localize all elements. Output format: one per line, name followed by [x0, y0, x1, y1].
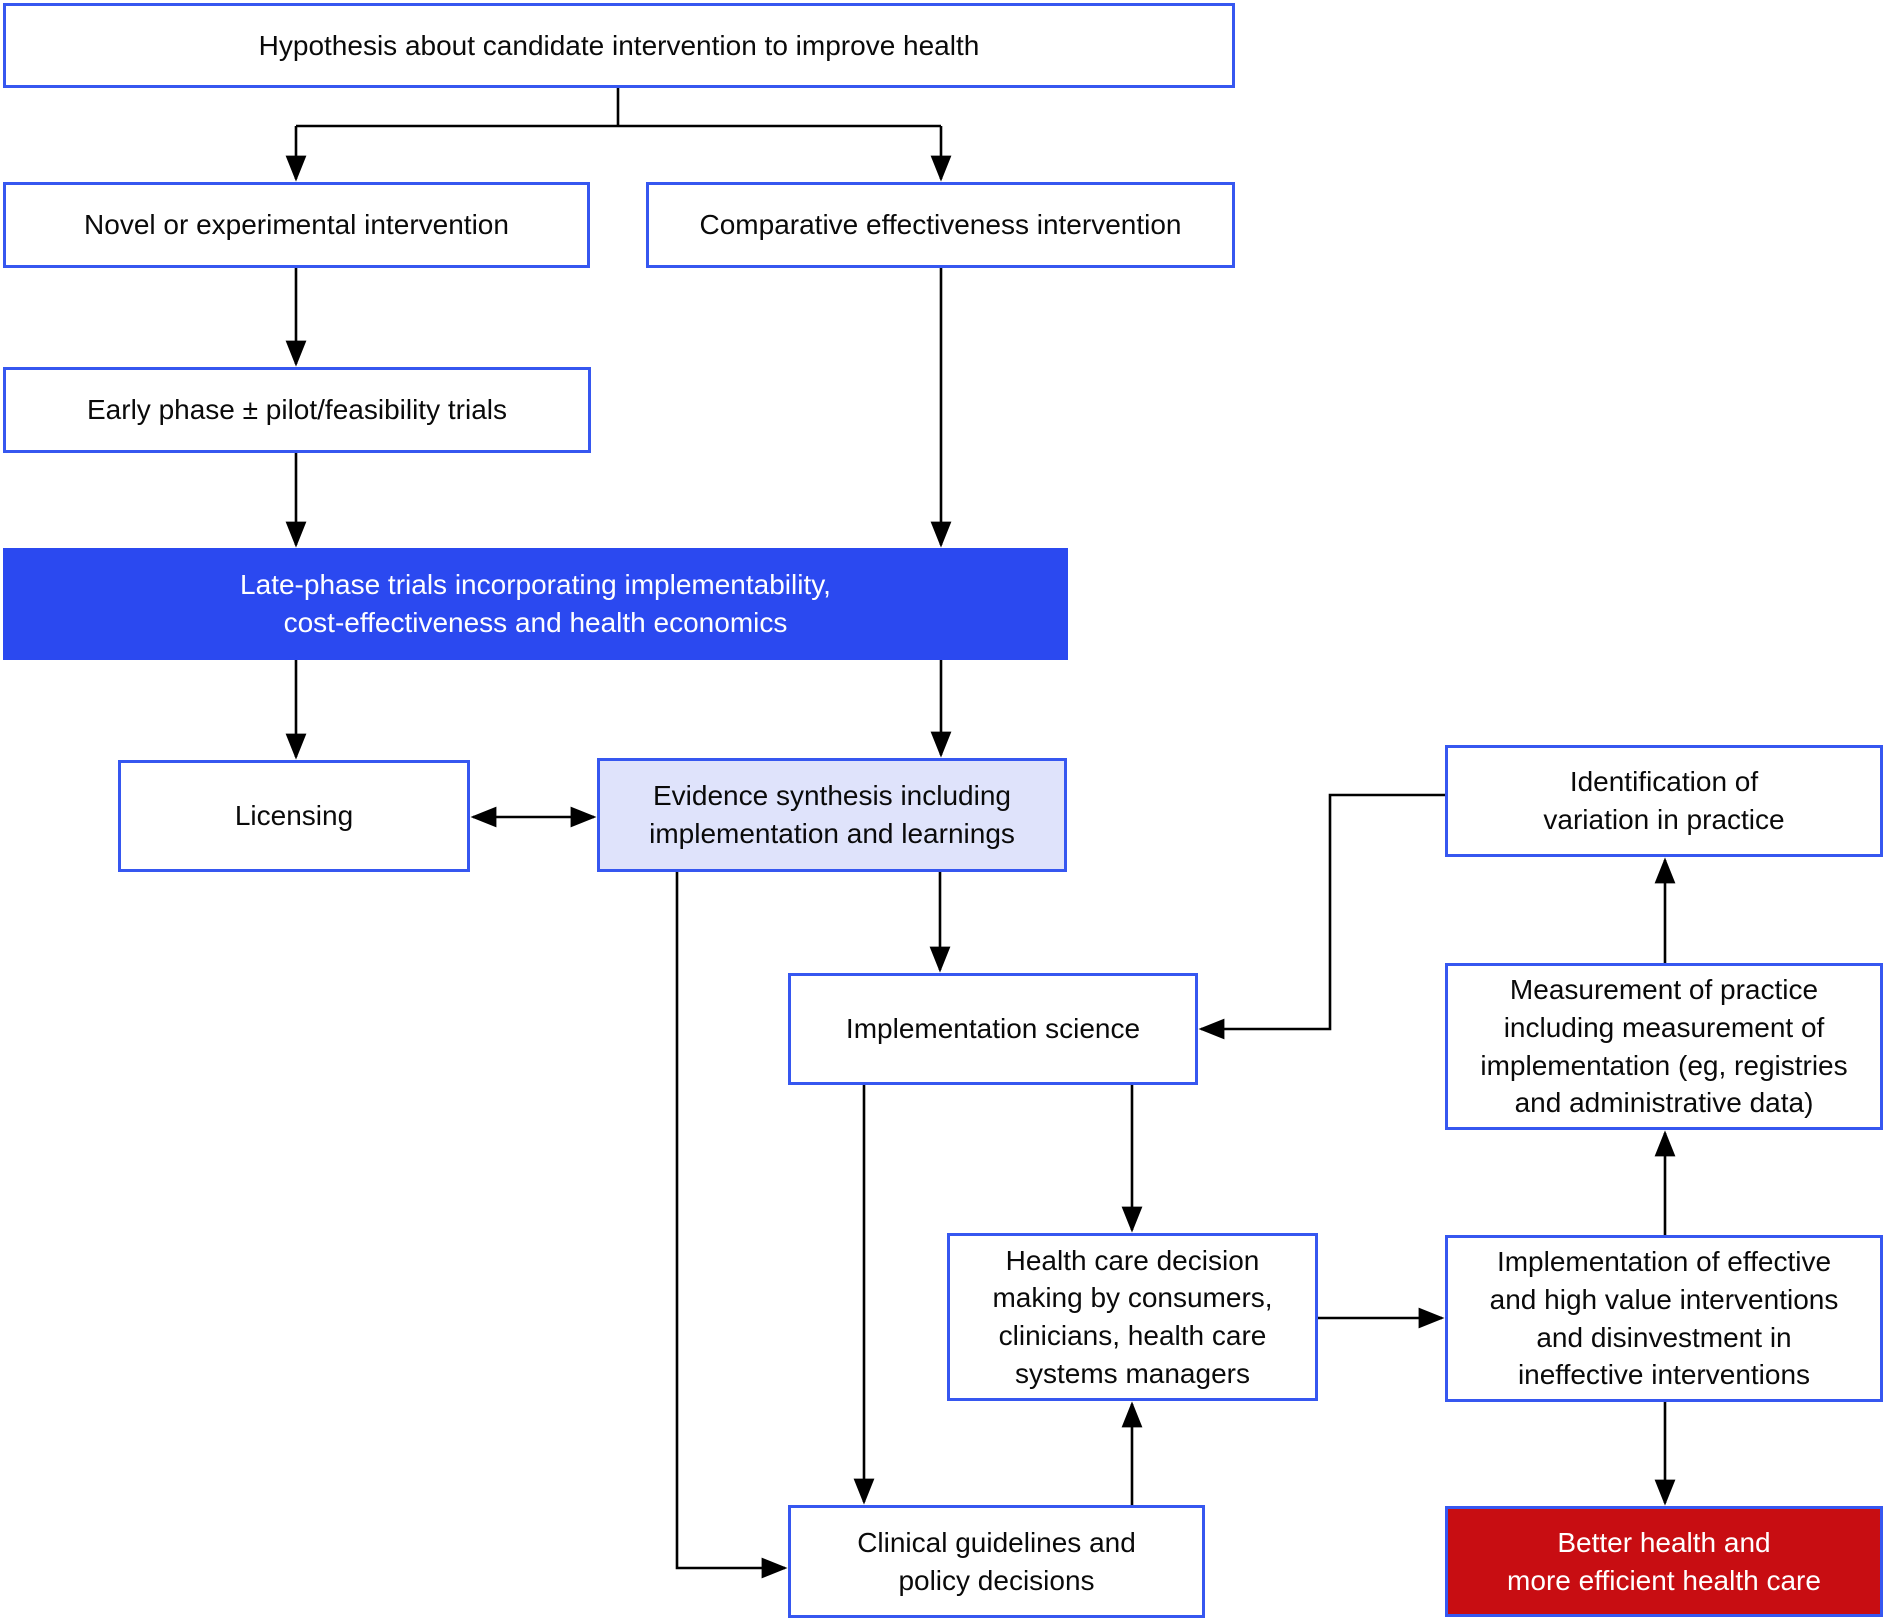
- edge-evidence-to-clinical: [675, 872, 788, 1579]
- node-implementation-science: Implementation science: [788, 973, 1198, 1085]
- node-implementation-of-effective: Implementation of effective and high val…: [1445, 1235, 1883, 1402]
- node-hypothesis: Hypothesis about candidate intervention …: [3, 3, 1235, 88]
- node-licensing: Licensing: [118, 760, 470, 872]
- node-measurement-of-practice: Measurement of practice including measur…: [1445, 963, 1883, 1130]
- node-clinical-guidelines: Clinical guidelines and policy decisions: [788, 1505, 1205, 1618]
- edge-identification-to-implscience: [1198, 793, 1445, 1040]
- node-health-care-decision-making: Health care decision making by consumers…: [947, 1233, 1318, 1401]
- node-novel-intervention: Novel or experimental intervention: [3, 182, 590, 268]
- node-comparative-intervention: Comparative effectiveness intervention: [646, 182, 1235, 268]
- node-early-phase-trials: Early phase ± pilot/feasibility trials: [3, 367, 591, 453]
- node-evidence-synthesis: Evidence synthesis including implementat…: [597, 758, 1067, 872]
- node-identification-of-variation: Identification of variation in practice: [1445, 745, 1883, 857]
- node-late-phase-trials: Late-phase trials incorporating implemen…: [3, 548, 1068, 660]
- node-better-health-outcome: Better health and more efficient health …: [1445, 1506, 1883, 1617]
